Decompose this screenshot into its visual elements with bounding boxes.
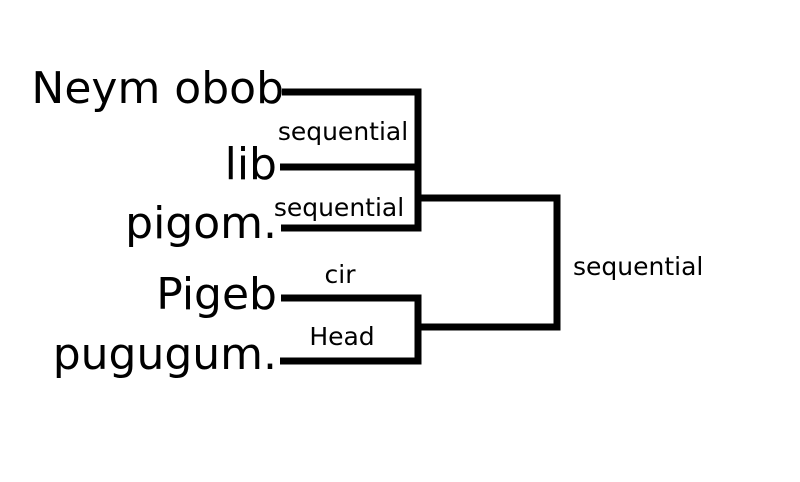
leaf-label-lib: lib xyxy=(225,139,277,190)
edge-label-head: Head xyxy=(309,322,374,351)
edge-label-sequential-2: sequential xyxy=(274,193,404,222)
leaf-label-pigeb: Pigeb xyxy=(156,269,277,320)
edge-label-sequential-1: sequential xyxy=(278,117,408,146)
branch-root-bracket xyxy=(418,194,561,331)
edge-label-cir: cir xyxy=(325,260,357,289)
edge-label-sequential-root: sequential xyxy=(573,252,703,281)
leaf-label-pigom: pigom. xyxy=(125,198,277,249)
leaf-label-pugugum: pugugum. xyxy=(53,329,277,380)
branch-top-cluster-bracket xyxy=(281,88,422,232)
leaf-label-neym-obob: Neym obob xyxy=(31,63,284,114)
